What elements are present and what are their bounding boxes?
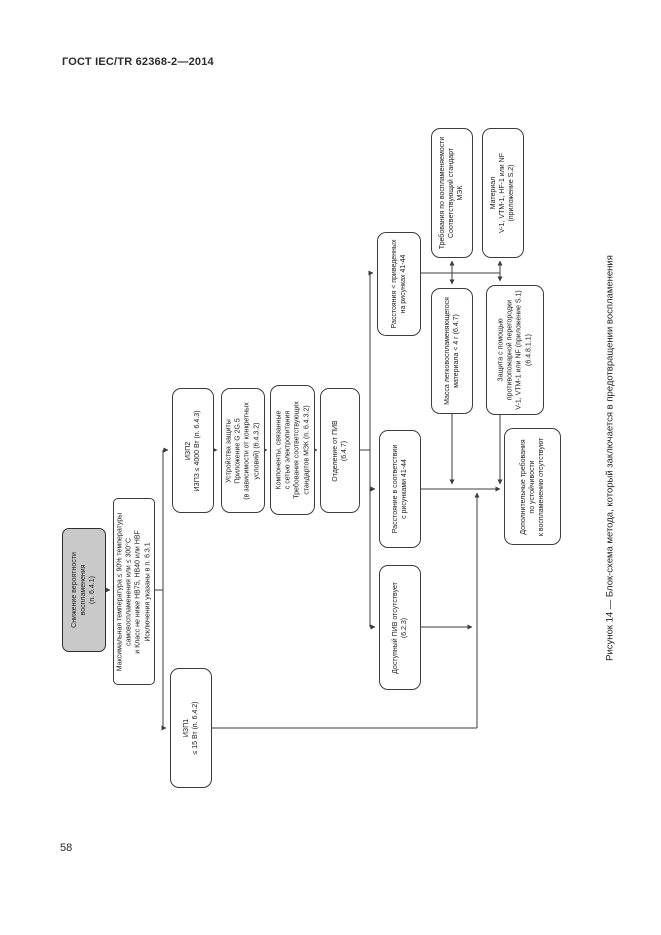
flow-box-label: Требования по воспламеняемости Соответст… <box>439 136 465 250</box>
flow-box-fire-barrier-protection: Защита с помощью противопожарной перегор… <box>486 285 544 415</box>
flow-box-distance-per-figures: Расстояние в соответствии с рисунками 41… <box>379 430 421 548</box>
flow-box-no-accessible-piv: Доступный ПИВ отсутствует (6.2.3) <box>379 565 421 690</box>
flow-box-separation-from-piv: Отделение от ПИВ (6.4.7) <box>320 388 360 513</box>
flow-box-max-temperature: Максимальная температура ≤ 90% температу… <box>113 498 155 685</box>
flow-box-distance-less-than-figures: Расстояния < приведенных на рисунках 41-… <box>377 232 421 336</box>
figure-caption-area: Рисунок 14 — Блок-схема метода, который … <box>585 180 635 736</box>
flow-box-flammability-requirements: Требования по воспламеняемости Соответст… <box>431 128 473 258</box>
flow-box-protection-devices: Устройства защиты Приложение G 2G.5 (в з… <box>221 388 265 513</box>
flow-box-izp1: ИЗП1 ≤ 15 Вт (п. 6.4.2) <box>170 668 212 788</box>
document-header: ГОСТ IEC/TR 62368-2—2014 <box>62 56 214 68</box>
flow-box-label: Защита с помощью противопожарной перегор… <box>497 290 533 410</box>
flow-box-mains-components: Компоненты, связанные с сетью электропит… <box>270 385 315 515</box>
flow-box-material-class: Материал V-1, VTM-1, HF-1 или NF (прилож… <box>482 128 524 258</box>
flow-box-izp2: ИЗП2 ИЗП3 ≤ 4000 Вт (п. 6.4.3) <box>172 388 214 513</box>
flow-box-no-additional-requirements: Дополнительные требования по устойчивост… <box>504 428 561 545</box>
flow-box-label: Доступный ПИВ отсутствует (6.2.3) <box>391 581 408 674</box>
flow-box-label: Максимальная температура ≤ 90% температу… <box>116 512 152 671</box>
flow-box-label: Материал V-1, VTM-1, HF-1 или NF (прилож… <box>490 153 516 233</box>
flow-box-reduce-ignition-probability: Снижение вероятности воспламенения (п. 6… <box>62 528 106 652</box>
page-number: 58 <box>60 842 73 854</box>
flow-box-label: Расстояния < приведенных на рисунках 41-… <box>390 239 407 329</box>
flow-box-label: Отделение от ПИВ (6.4.7) <box>331 419 348 482</box>
flow-box-label: Снижение вероятности воспламенения (п. 6… <box>71 552 97 628</box>
flow-box-label: ИЗП2 ИЗП3 ≤ 4000 Вт (п. 6.4.3) <box>184 410 201 491</box>
flow-box-label: Дополнительные требования по устойчивост… <box>519 437 546 536</box>
figure-caption: Рисунок 14 — Блок-схема метода, который … <box>604 255 616 661</box>
flow-box-label: Компоненты, связанные с сетью электропит… <box>275 401 310 499</box>
flow-box-label: Устройства защиты Приложение G 2G.5 (в з… <box>225 401 261 500</box>
flow-box-flammable-mass: Масса легковоспламеняющегося материала <… <box>431 288 473 414</box>
flow-box-label: Масса легковоспламеняющегося материала <… <box>443 297 460 405</box>
flow-box-label: Расстояние в соответствии с рисунками 41… <box>391 444 408 534</box>
flow-box-label: ИЗП1 ≤ 15 Вт (п. 6.4.2) <box>182 701 199 755</box>
